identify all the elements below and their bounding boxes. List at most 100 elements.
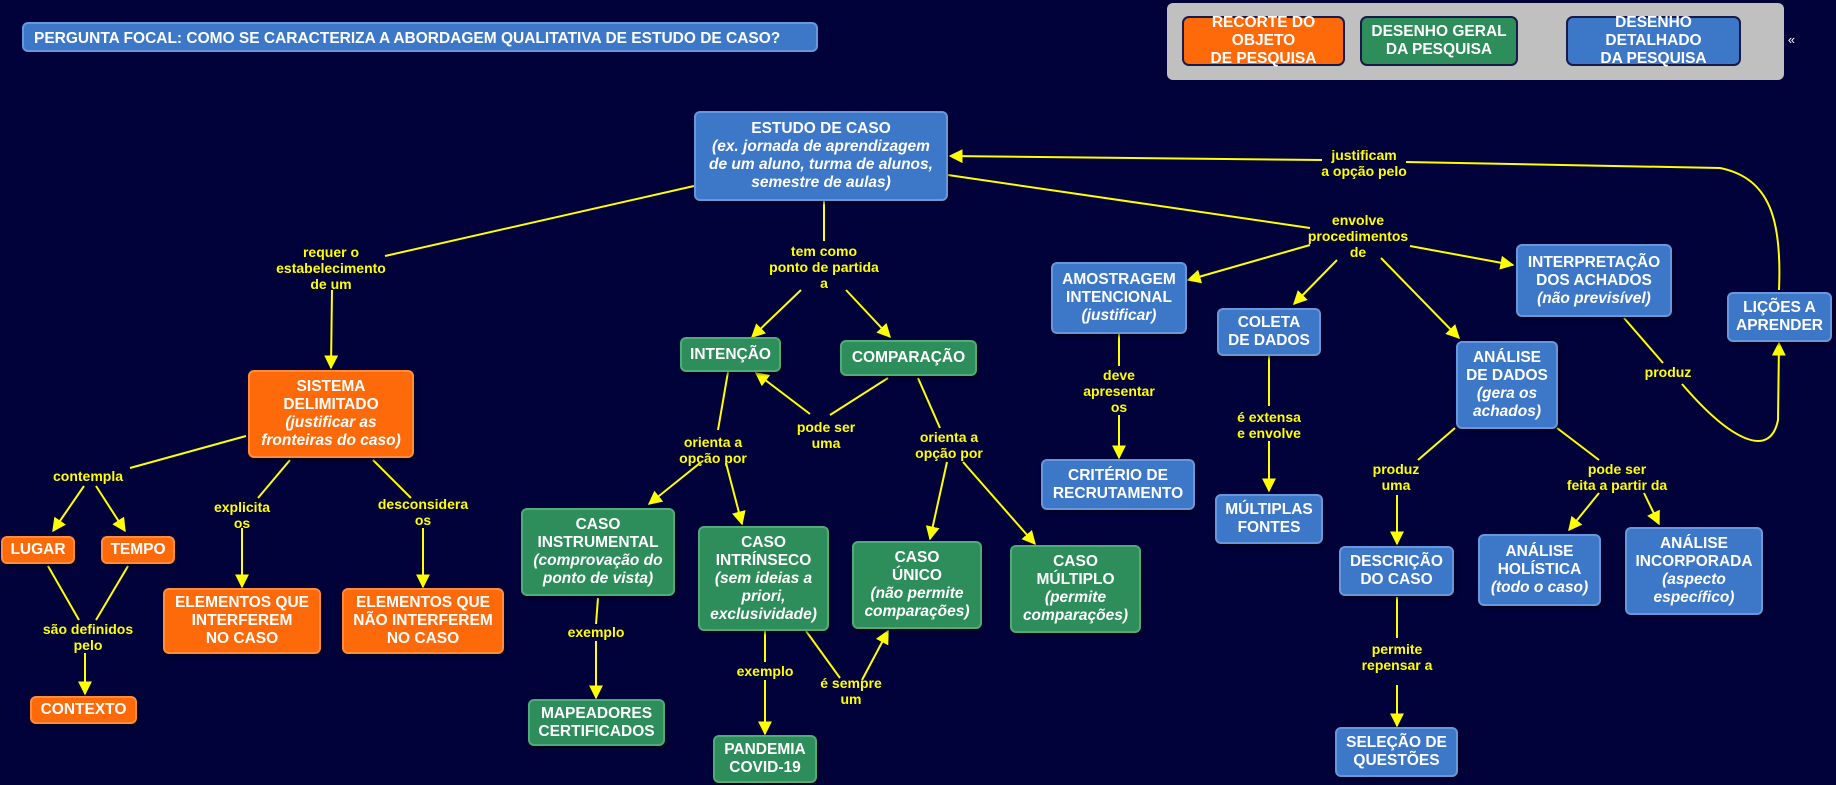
node-caso-intrinseco[interactable]: CASO INTRÍNSECO (sem ideias a priori, ex… [698, 526, 829, 631]
link-tem-como-intencao [750, 289, 802, 338]
label-line: é sempre [820, 675, 882, 691]
node-subtitle: específico) [1653, 589, 1735, 606]
node-amostragem[interactable]: AMOSTRAGEM INTENCIONAL (justificar) [1051, 262, 1187, 334]
label-envolve: envolve procedimentos de [1308, 212, 1408, 260]
node-title: INCORPORADA [1635, 553, 1753, 570]
link-intrinseco-e-sempre [805, 630, 841, 679]
link-justificam-estudo [948, 149, 1323, 164]
node-analise-holistica[interactable]: ANÁLISE HOLÍSTICA (todo o caso) [1478, 534, 1601, 606]
label-line: são definidos [42, 621, 134, 637]
node-licoes[interactable]: LIÇÕES A APRENDER [1727, 292, 1832, 342]
node-title: DELIMITADO [283, 396, 379, 413]
link-tem-como-comparacao [845, 289, 891, 339]
node-subtitle: (gera os [1476, 385, 1538, 402]
node-comparacao[interactable]: COMPARAÇÃO [840, 340, 977, 376]
label-line: tem como [790, 243, 858, 259]
label-line: desconsidera [377, 496, 469, 512]
node-title: NÃO INTERFEREM [353, 612, 493, 629]
label-line: orienta a [919, 429, 979, 445]
node-title: DO CASO [1360, 571, 1433, 588]
node-subtitle: exclusividade) [710, 605, 817, 623]
link-contempla-tempo [95, 485, 126, 533]
node-subtitle: (justificar as [285, 414, 377, 431]
label-line: exemplo [736, 663, 794, 679]
node-elementos-interferem[interactable]: ELEMENTOS QUE INTERFEREM NO CASO [163, 588, 321, 654]
node-criterio[interactable]: CRITÉRIO DE RECRUTAMENTO [1041, 459, 1195, 510]
node-multiplas-fontes[interactable]: MÚLTIPLAS FONTES [1215, 494, 1323, 544]
node-caso-instrumental[interactable]: CASO INSTRUMENTAL (comprovação do ponto … [521, 508, 675, 596]
node-title: CASO [741, 533, 786, 551]
link-lugar-sao [47, 565, 80, 621]
node-title: CASO [575, 516, 621, 533]
node-estudo-de-caso[interactable]: ESTUDO DE CASO (ex. jornada de aprendiza… [694, 111, 948, 201]
link-e-sempre-unico [861, 629, 889, 681]
label-orienta-intencao: orienta a opção por [679, 434, 747, 466]
node-title: NO CASO [205, 630, 279, 647]
link-instrumental-exemplo [595, 597, 599, 625]
node-title: LUGAR [10, 541, 66, 558]
node-caso-unico[interactable]: CASO ÚNICO (não permite comparações) [852, 541, 982, 629]
label-sao-definidos: são definidos pelo [43, 621, 133, 653]
node-contexto[interactable]: CONTEXTO [30, 696, 137, 724]
label-line: uma [1381, 477, 1411, 493]
node-analise-de-dados[interactable]: ANÁLISE DE DADOS (gera os achados) [1456, 341, 1558, 429]
node-analise-incorporada[interactable]: ANÁLISE INCORPORADA (aspecto específico) [1625, 527, 1763, 615]
node-title: SELEÇÃO DE [1346, 734, 1447, 751]
node-caso-multiplo[interactable]: CASO MÚLTIPLO (permite comparações) [1010, 545, 1141, 633]
label-line: exemplo [567, 624, 625, 640]
link-intencao-orienta [717, 371, 729, 431]
node-mapeadores[interactable]: MAPEADORES CERTIFICADOS [528, 699, 665, 746]
link-envolve-amostragem [1186, 244, 1311, 284]
collapse-icon[interactable]: « [1787, 32, 1796, 47]
link-licoes-justificam [1405, 161, 1781, 291]
node-lugar[interactable]: LUGAR [1, 536, 75, 564]
node-selecao[interactable]: SELEÇÃO DE QUESTÕES [1335, 727, 1458, 777]
link-sistema-explicita [257, 459, 291, 499]
label-line: produz [1644, 364, 1692, 380]
node-subtitle: priori, [741, 587, 786, 605]
label-line: pode ser [796, 419, 856, 435]
node-descricao[interactable]: DESCRIÇÃO DO CASO [1339, 546, 1454, 596]
link-comparacao-pode-ser [829, 377, 889, 416]
node-intencao[interactable]: INTENÇÃO [680, 337, 781, 372]
label-line: a [820, 275, 828, 291]
node-title: CRITÉRIO DE [1068, 466, 1168, 484]
node-title: SISTEMA [296, 378, 366, 395]
node-pandemia[interactable]: PANDEMIA COVID-19 [713, 735, 817, 783]
link-envolve-coleta [1293, 259, 1338, 306]
node-sistema-delimitado[interactable]: SISTEMA DELIMITADO (justificar as fronte… [248, 370, 414, 458]
node-title: TEMPO [110, 541, 166, 558]
legend-geral[interactable]: DESENHO GERAL DA PESQUISA [1360, 16, 1518, 66]
node-title: PANDEMIA [724, 741, 806, 758]
legend-geral-line-2: DA PESQUISA [1385, 41, 1493, 58]
node-title: CASO [894, 549, 940, 566]
node-title: DESCRIÇÃO [1349, 553, 1443, 570]
node-interpretacao[interactable]: INTERPRETAÇÃO DOS ACHADOS (não previsíve… [1516, 244, 1672, 317]
label-line: contempla [52, 468, 124, 484]
legend-recorte-line-2: DE PESQUISA [1210, 50, 1317, 67]
node-elementos-nao-interferem[interactable]: ELEMENTOS QUE NÃO INTERFEREM NO CASO [342, 588, 504, 654]
node-coleta[interactable]: COLETA DE DADOS [1217, 308, 1321, 356]
legend-recorte[interactable]: RECORTE DO OBJETO DE PESQUISA [1182, 14, 1345, 67]
link-sistema-contempla [129, 435, 247, 469]
node-title: INTENÇÃO [690, 345, 771, 363]
label-line: os [414, 512, 432, 528]
label-e-sempre: é sempre um [820, 675, 881, 707]
label-line: um [840, 691, 862, 707]
label-line: envolve [1331, 212, 1385, 228]
link-envolve-interpretacao [1409, 245, 1515, 270]
legend-detalhado[interactable]: DESENHO DETALHADO DA PESQUISA [1566, 14, 1741, 67]
node-title: NO CASO [386, 630, 460, 647]
node-title: ANÁLISE [1472, 349, 1542, 366]
link-pode-ser-intencao [754, 372, 811, 415]
node-subtitle: comparações) [864, 603, 970, 620]
node-title: INTRÍNSECO [715, 551, 812, 569]
link-interpretacao-produz [1623, 317, 1664, 364]
node-tempo[interactable]: TEMPO [101, 536, 175, 564]
node-title: COLETA [1237, 314, 1301, 331]
node-title: DE DADOS [1228, 332, 1310, 349]
label-line: justificam [1331, 147, 1397, 163]
label-exemplo-intrinseco: exemplo [737, 663, 794, 679]
node-title: INTERFEREM [191, 612, 293, 629]
